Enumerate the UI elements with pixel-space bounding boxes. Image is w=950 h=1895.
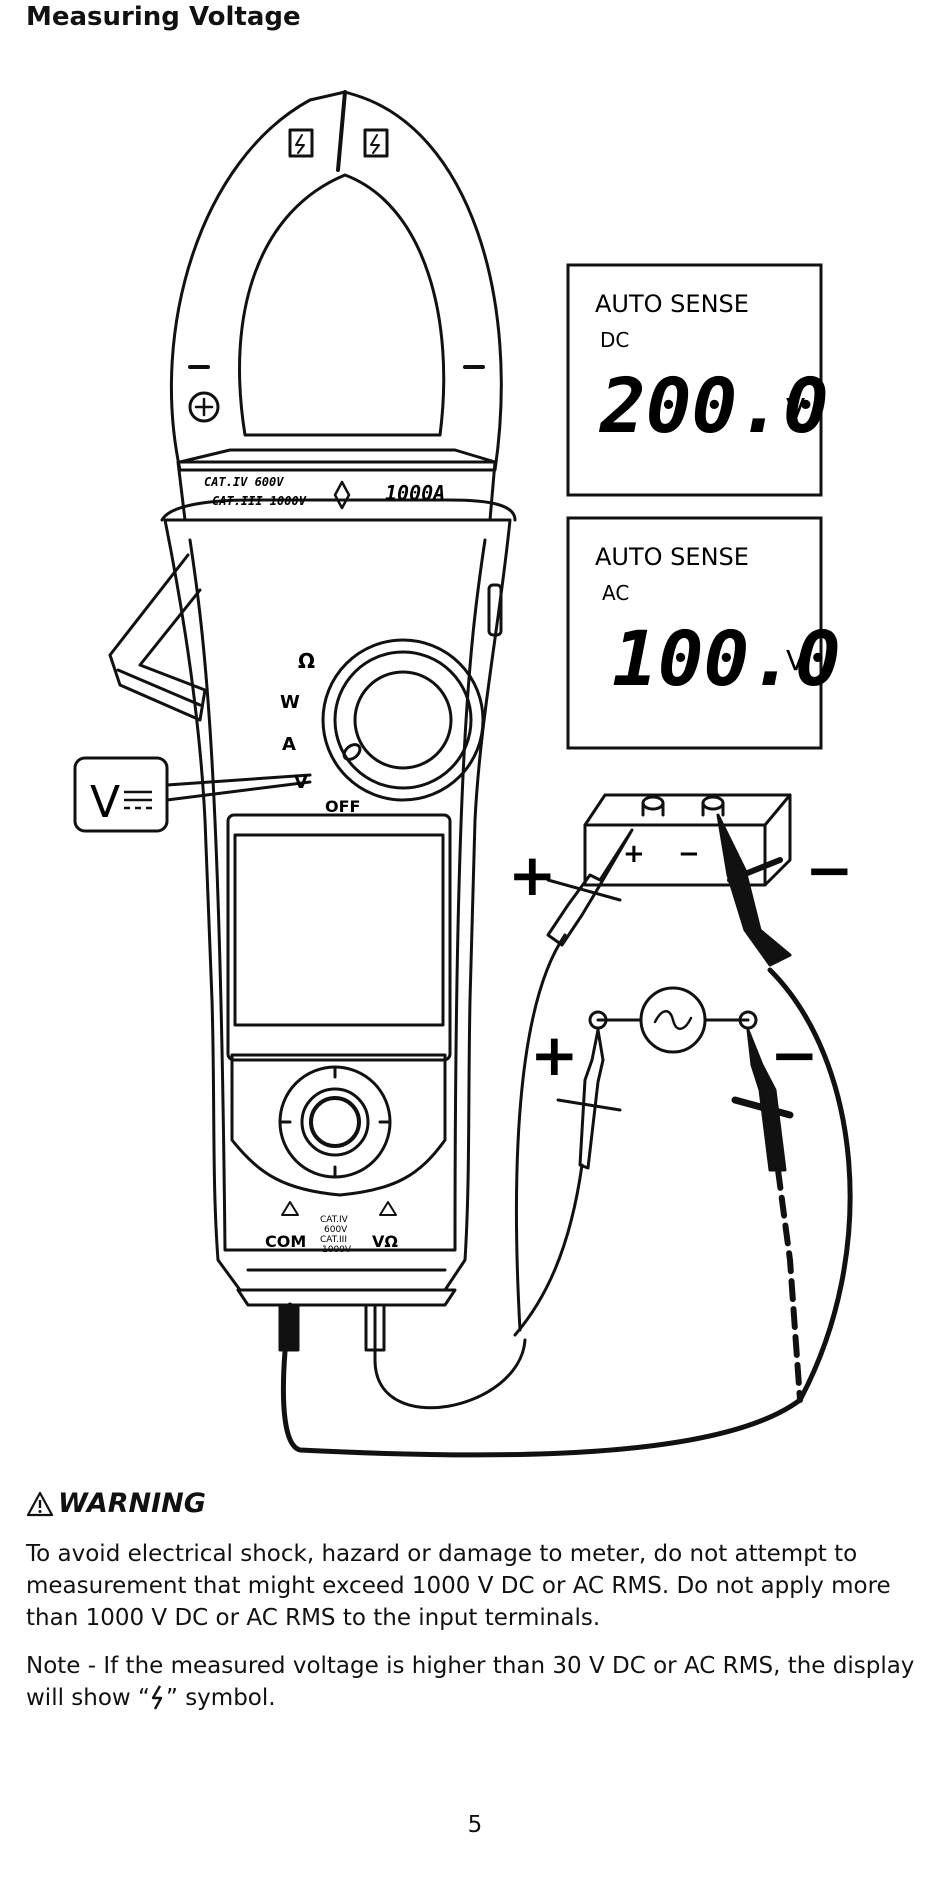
note-text-after: ” symbol.	[165, 1685, 276, 1711]
minus-sign-lower: −	[770, 1021, 819, 1089]
warning-heading: WARNING	[26, 1488, 206, 1519]
negative-probe-dc	[716, 813, 792, 967]
cat-iii-label: CAT.III 1000V	[212, 494, 307, 508]
warning-title: WARNING	[58, 1488, 206, 1519]
clamp-jaw	[169, 90, 503, 472]
jaw-opening	[238, 173, 446, 437]
lcd-dc-type: DC	[600, 328, 629, 352]
lcd-ac-type: AC	[602, 581, 629, 605]
lcd-ac: AUTO SENSE AC 100.0 V	[566, 516, 841, 750]
terminal-cat-iv: CAT.IV	[320, 1215, 349, 1225]
dial-ohm-label: Ω	[298, 649, 315, 673]
minus-sign-upper: −	[805, 836, 854, 904]
dc-battery	[583, 793, 792, 887]
v-ohm-terminal-label: VΩ	[372, 1232, 398, 1251]
dial-off-label: OFF	[325, 797, 360, 816]
note-text: Note - If the measured voltage is higher…	[26, 1650, 926, 1714]
warning-text: To avoid electrical shock, hazard or dam…	[26, 1541, 891, 1631]
lcd-dc-unit: V	[786, 392, 805, 425]
clamp-meter-illustration: CAT.IV 600V CAT.III 1000V 1000A Ω W A V …	[0, 60, 950, 1470]
page-number: 5	[467, 1812, 483, 1838]
black-lead	[280, 967, 853, 1458]
lcd-dc: AUTO SENSE DC 200.0 V	[566, 263, 829, 497]
callout-box	[73, 756, 169, 833]
high-voltage-icon	[151, 1685, 163, 1710]
warning-icon	[26, 1491, 54, 1516]
dial-w-label: W	[280, 692, 300, 713]
com-terminal-label: COM	[265, 1232, 306, 1251]
positive-probe-dc	[546, 828, 634, 947]
page-title: Measuring Voltage	[26, 2, 301, 32]
plus-sign-lower: +	[530, 1021, 579, 1089]
plus-sign-upper: +	[508, 841, 557, 909]
battery-plus-label: +	[623, 839, 645, 869]
note-text-before: Note - If the measured voltage is higher…	[26, 1653, 915, 1711]
jaw-warning-icon-right	[363, 128, 389, 158]
dial-a-label: A	[282, 734, 296, 755]
terminal-cat-iii: CAT.III	[320, 1235, 347, 1245]
red-lead	[514, 933, 567, 1332]
jaw-warning-icon-left	[288, 128, 314, 158]
callout-v-label: V	[90, 777, 120, 828]
battery-minus-label: −	[678, 839, 700, 869]
terminal-600v: 600V	[324, 1225, 348, 1235]
terminal-1000v: 1000V	[322, 1245, 352, 1255]
trigger	[108, 553, 207, 722]
nav-button	[278, 1065, 392, 1179]
lcd-dc-reading: 200.0	[598, 361, 829, 450]
meter-display	[226, 813, 452, 1062]
cat-iv-label: CAT.IV 600V	[204, 475, 284, 489]
positive-probe-ac	[578, 1028, 605, 1170]
rotary-dial	[321, 638, 485, 802]
meter-diagram-svg: CAT.IV 600V CAT.III 1000V 1000A Ω W A V …	[73, 90, 854, 1458]
dial-v-label: V	[294, 772, 308, 793]
lcd-ac-unit: V	[786, 644, 805, 677]
lcd-dc-mode: AUTO SENSE	[595, 290, 749, 318]
range-label: 1000A	[385, 481, 445, 505]
jaw-screw-icon	[188, 391, 220, 423]
lcd-ac-reading: 100.0	[612, 614, 841, 703]
lcd-ac-mode: AUTO SENSE	[595, 543, 749, 571]
